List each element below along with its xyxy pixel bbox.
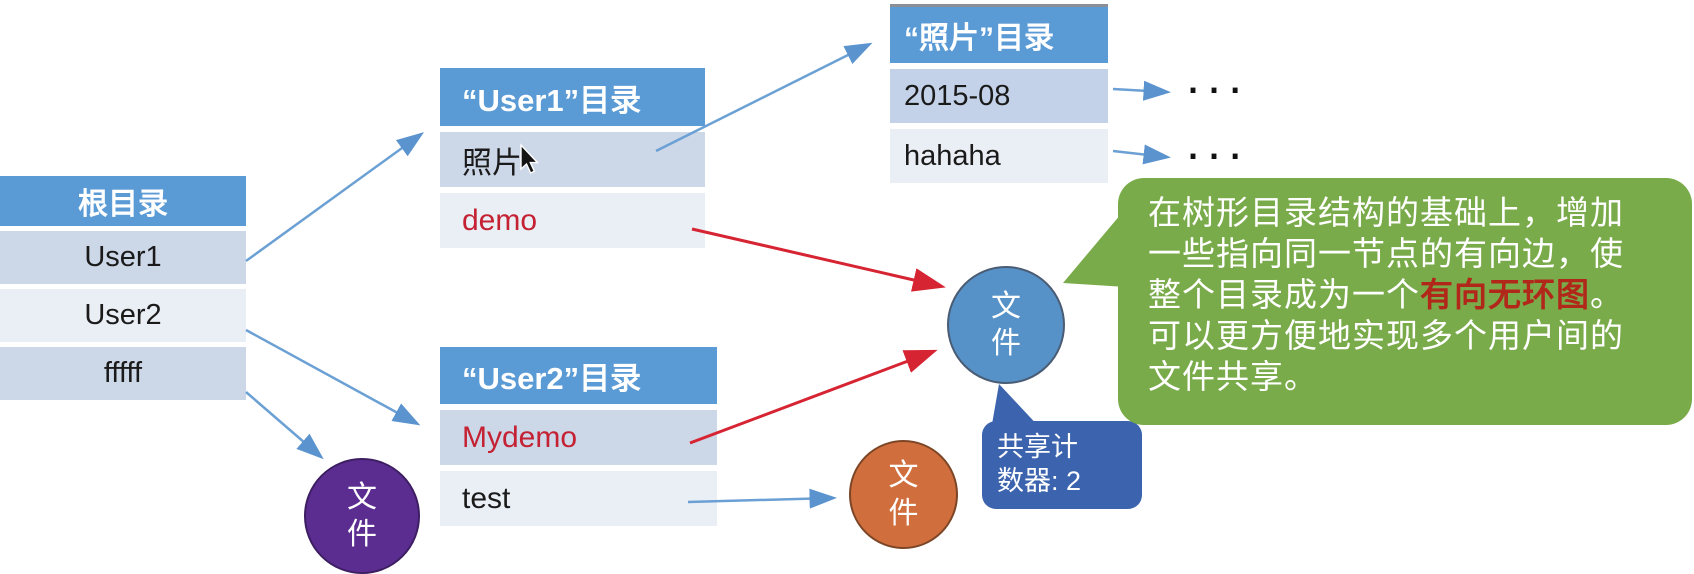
root-directory-table: 根目录 User1 User2 fffff (0, 176, 246, 400)
file-node-label: 文件 (347, 480, 377, 552)
share-counter-callout: 共享计数器: 2 (982, 421, 1142, 509)
user2-row-test: test (440, 471, 717, 526)
user2-table-header: “User2”目录 (440, 347, 717, 404)
photos-row-2015-08: 2015-08 (890, 69, 1108, 123)
photos-directory-table: “照片”目录 2015-08 hahaha (890, 4, 1108, 183)
more-items-ellipsis: ... (1184, 132, 1248, 167)
root-table-header: 根目录 (0, 176, 246, 226)
user1-row-photos: 照片 (440, 132, 705, 187)
file-node-label: 文件 (991, 289, 1021, 361)
arrow-user2-to-user2dir (245, 328, 421, 426)
file-node-orange: 文件 (849, 440, 958, 549)
photos-table-header: “照片”目录 (890, 7, 1108, 63)
user1-table-header: “User1”目录 (440, 68, 705, 126)
arrow-fffff-to-purple-file (245, 391, 324, 460)
arrow-user1-to-user1dir (245, 132, 425, 263)
arrow-hahaha-to-more (1112, 144, 1171, 165)
user1-row-demo: demo (440, 193, 705, 248)
root-row-user2: User2 (0, 289, 246, 342)
arrow-2015-08-to-more (1112, 80, 1171, 101)
photos-row-hahaha: hahaha (890, 129, 1108, 183)
file-node-shared: 文件 (947, 266, 1065, 384)
file-node-purple: 文件 (304, 458, 420, 574)
note-speech-bubble: 在树形目录结构的基础上，增加一些指向同一节点的有向边，使整个目录成为一个有向无环… (1118, 178, 1692, 425)
arrow-mydemo-to-shared-file (689, 349, 938, 445)
root-row-user1: User1 (0, 231, 246, 284)
user1-directory-table: “User1”目录 照片 demo (440, 68, 705, 248)
user2-directory-table: “User2”目录 Mydemo test (440, 347, 717, 526)
root-row-fffff: fffff (0, 347, 246, 400)
user2-row-mydemo: Mydemo (440, 410, 717, 465)
more-items-ellipsis: ... (1184, 66, 1248, 101)
arrow-demo-to-shared-file (691, 227, 946, 292)
file-node-label: 文件 (888, 459, 919, 530)
